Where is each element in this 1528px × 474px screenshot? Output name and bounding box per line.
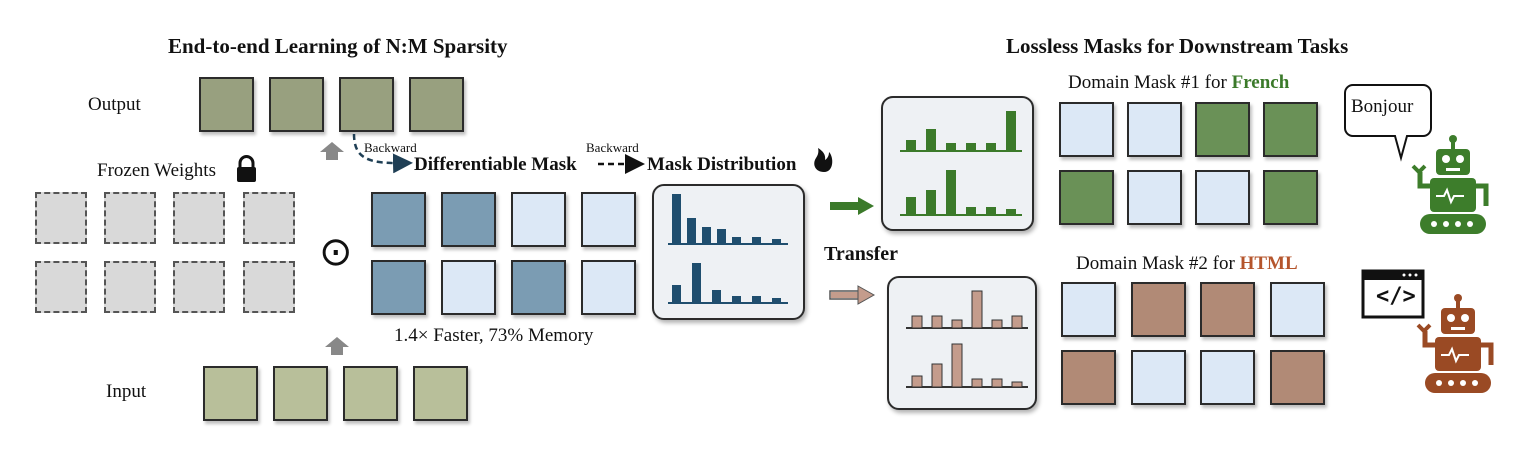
input-square	[203, 366, 258, 421]
code-tag-text: </>	[1376, 284, 1416, 309]
right-title: Lossless Masks for Downstream Tasks	[1006, 34, 1349, 58]
output-square	[409, 77, 464, 132]
domain-mask-2-name: HTML	[1239, 253, 1298, 274]
input-square	[343, 366, 398, 421]
french-mask-square	[1195, 102, 1250, 157]
brown-robot-icon	[1416, 294, 1494, 393]
frozen-weight-square	[35, 192, 87, 244]
html-mask-square	[1270, 282, 1325, 337]
left-title: End-to-end Learning of N:M Sparsity	[168, 34, 508, 58]
output-square	[199, 77, 254, 132]
html-mask-square	[1061, 350, 1116, 405]
frozen-weight-square	[104, 192, 156, 244]
up-arrow-icon	[325, 337, 349, 355]
french-mask-square	[1127, 170, 1182, 225]
frozen-weight-square	[173, 261, 225, 313]
input-label: Input	[106, 381, 147, 402]
mask-square-dark	[511, 260, 566, 315]
frozen-weights-label: Frozen Weights	[97, 160, 216, 181]
html-mask-square	[1270, 350, 1325, 405]
output-label: Output	[88, 94, 141, 115]
transfer-label: Transfer	[824, 243, 899, 265]
html-mask-square	[1200, 282, 1255, 337]
french-mask-square	[1263, 102, 1318, 157]
frozen-weight-square	[104, 261, 156, 313]
backward-arrow	[352, 133, 413, 174]
frozen-weight-square	[243, 192, 295, 244]
code-window-icon	[1361, 269, 1425, 319]
brown-bar-chart	[906, 290, 1028, 388]
html-mask-square	[1061, 282, 1116, 337]
differentiable-mask-label: Differentiable Mask	[414, 154, 577, 175]
elementwise-product-symbol: ⊙	[319, 229, 353, 274]
mask-square-light	[581, 260, 636, 315]
green-robot-icon	[1411, 135, 1489, 234]
input-square	[273, 366, 328, 421]
backward-label-1: Backward	[364, 140, 417, 155]
backward-label-2: Backward	[586, 140, 639, 155]
output-square	[269, 77, 324, 132]
transfer-arrow-brown	[829, 285, 876, 305]
mask-square-dark	[371, 192, 426, 247]
frozen-weight-square	[35, 261, 87, 313]
french-mask-square	[1127, 102, 1182, 157]
mask-square-light	[441, 260, 496, 315]
french-mask-square	[1059, 170, 1114, 225]
domain-mask-1-name: French	[1231, 72, 1290, 93]
up-arrow-icon	[320, 142, 344, 160]
french-mask-square	[1195, 170, 1250, 225]
input-square	[413, 366, 468, 421]
frozen-weight-square	[173, 192, 225, 244]
domain-mask-2-prefix: Domain Mask #2 for	[1076, 253, 1240, 274]
mask-square-dark	[371, 260, 426, 315]
french-mask-square	[1059, 102, 1114, 157]
mask-square-dark	[441, 192, 496, 247]
frozen-weight-square	[243, 261, 295, 313]
flame-icon	[814, 148, 833, 172]
efficiency-note: 1.4× Faster, 73% Memory	[394, 325, 594, 346]
green-bar-chart	[900, 111, 1022, 216]
html-mask-square	[1200, 350, 1255, 405]
blue-bar-chart	[668, 194, 788, 304]
transfer-arrow-green	[830, 197, 874, 215]
speech-bubble	[1344, 84, 1432, 162]
mask-distribution-label: Mask Distribution	[647, 154, 797, 175]
output-square	[339, 77, 394, 132]
html-mask-square	[1131, 282, 1186, 337]
domain-mask-2-title: Domain Mask #2 for HTML	[1076, 253, 1298, 275]
speech-bubble-text: Bonjour	[1351, 96, 1414, 117]
domain-mask-1-prefix: Domain Mask #1 for	[1068, 72, 1232, 93]
lock-icon	[237, 155, 256, 182]
domain-mask-1-title: Domain Mask #1 for French	[1068, 72, 1289, 94]
french-mask-square	[1263, 170, 1318, 225]
mask-square-light	[581, 192, 636, 247]
mask-square-light	[511, 192, 566, 247]
html-mask-square	[1131, 350, 1186, 405]
